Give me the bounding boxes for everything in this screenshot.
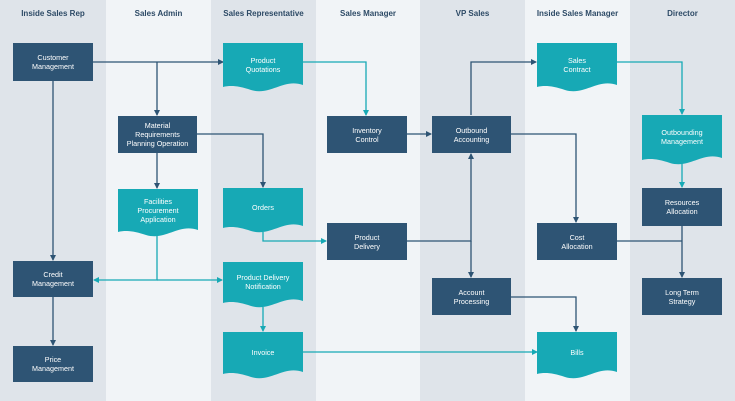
document-shape [118, 189, 198, 237]
node-label: Customer [37, 53, 69, 62]
node-orders[interactable]: Orders [223, 188, 303, 233]
node-label: Sales [568, 55, 586, 65]
node-label: Notification [245, 282, 281, 291]
document-shape [223, 332, 303, 379]
node-label: Price [44, 355, 62, 364]
document-shape [642, 115, 722, 165]
edge-outbound-to-contract [470, 59, 537, 115]
node-label: Planning Operation [126, 139, 189, 148]
lane-title: Inside Sales Rep [21, 9, 85, 18]
node-label: Orders [252, 203, 274, 212]
edge-quotations-to-inventory [303, 61, 369, 116]
edge-orders-to-delivery [262, 232, 327, 244]
node-label: Strategy [668, 296, 696, 306]
lane-title: Sales Representative [223, 9, 304, 18]
document-shape [537, 332, 617, 379]
node-label: Product Delivery [236, 273, 290, 282]
node-label: Accounting [453, 134, 490, 144]
edge-contract-to-outbounding [617, 61, 685, 115]
node-label: Management [32, 364, 74, 373]
node-label: Invoice [251, 348, 275, 357]
node-label: Cost [569, 232, 585, 242]
node-label: Product [250, 55, 276, 65]
node-label: Management [661, 137, 703, 146]
node-label: Outbounding [661, 128, 703, 137]
node-label: Allocation [666, 207, 698, 216]
node-label: Delivery [354, 241, 380, 251]
lane-title: Director [667, 9, 698, 18]
lane-title: Sales Admin [134, 9, 183, 18]
node-label: Application [140, 214, 176, 224]
node-label: Credit [43, 270, 63, 279]
document-shape [537, 43, 617, 92]
node-label: Inventory [352, 125, 382, 135]
edge-account-to-bills [511, 296, 579, 332]
lane-vp-sales: VP Sales [420, 0, 525, 401]
node-label: Product [354, 232, 380, 242]
edge-delivery-to-outbound [407, 153, 474, 242]
node-label: Resources [664, 198, 700, 207]
node-label: Management [32, 62, 74, 71]
document-shape [223, 188, 303, 233]
node-label: Procurement [137, 205, 179, 215]
node-label: Processing [453, 296, 490, 306]
lane-title: Inside Sales Manager [536, 9, 619, 18]
edge-facilities-to-credit [93, 234, 158, 283]
document-shape [223, 43, 303, 92]
node-label: Account [458, 287, 485, 297]
edge-outbound-to-cost [511, 133, 579, 223]
node-label: Bills [570, 348, 584, 357]
node-label: Outbound [455, 125, 488, 135]
node-label: Allocation [561, 241, 593, 251]
lane-sales-manager: Sales Manager [316, 0, 420, 401]
lane-title: VP Sales [455, 9, 490, 18]
node-label: Facilities [144, 196, 172, 206]
node-invoice[interactable]: Invoice [223, 332, 303, 379]
node-label: Management [32, 279, 74, 288]
edge-material-to-orders [197, 133, 266, 188]
node-label: Control [355, 134, 379, 144]
document-shape [223, 262, 303, 308]
node-label: Contract [563, 64, 591, 74]
node-bills[interactable]: Bills [537, 332, 617, 379]
lane-title: Sales Manager [339, 9, 397, 18]
node-label: Quotations [245, 64, 281, 74]
node-label: Long Term [665, 287, 699, 297]
node-label: Material Requirements [135, 121, 180, 139]
